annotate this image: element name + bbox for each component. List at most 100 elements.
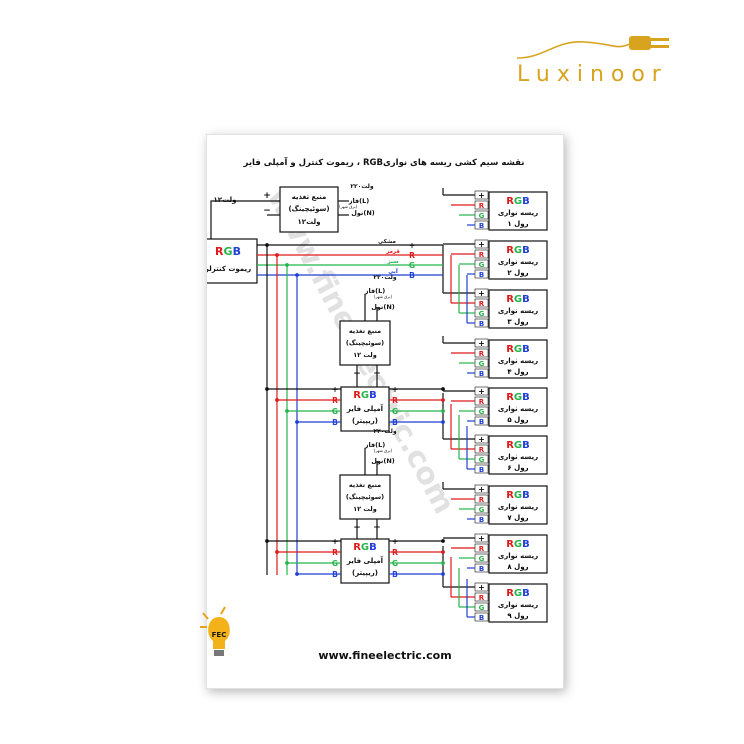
strip-roll-number: ۵ (507, 416, 512, 424)
rgb-letter-b: B (522, 196, 530, 207)
rgb-letter-b: B (522, 344, 530, 355)
amp-input-label: B (332, 418, 338, 427)
diagram-title: نقشه سیم کشی ریسه های نواریRGB ، ریموت ک… (243, 156, 525, 168)
amp-mains-220v: ۲۲۰ولت (373, 274, 397, 281)
rgb-letter-b: B (369, 542, 377, 553)
wire-junction (441, 561, 445, 565)
strip-rgb-5: RGB (506, 392, 530, 403)
strip-roll-word: رول (512, 416, 529, 424)
strip-pin-label: R (479, 202, 485, 210)
strip-pin-label: R (479, 594, 485, 602)
strip-roll-9: رول ۹ (507, 612, 528, 620)
strip-rgb-4: RGB (506, 344, 530, 355)
strip-roll-number: ۳ (507, 318, 512, 326)
footer-url[interactable]: www.fineelectric.com (318, 649, 452, 662)
strip-label-2: ریسه نواری (498, 258, 538, 266)
strip-pin-label: R (479, 350, 485, 358)
strip-pin-label: R (479, 251, 485, 259)
rgb-letter-g: G (514, 539, 522, 550)
wire-black-label: مشکی (378, 238, 396, 245)
amp-output-label: G (392, 407, 398, 416)
mains-phase: فاز(L) (348, 197, 370, 205)
wire-junction (441, 550, 445, 554)
strip-pin-label: + (478, 339, 485, 348)
strip-roll-7: رول ۷ (507, 514, 528, 522)
amp-input-label: G (332, 407, 338, 416)
strip-roll-word: رول (512, 514, 529, 522)
strip-roll-1: رول ۱ (507, 220, 528, 228)
wire-junction (441, 420, 445, 424)
strip-rgb-3: RGB (506, 294, 530, 305)
output-pin-label: G (409, 261, 415, 270)
fec-text: FEC (212, 631, 227, 639)
wiring-diagram: www.fineelectric.comنقشه سیم کشی ریسه ها… (207, 156, 548, 623)
strip-pin-label: B (479, 466, 484, 474)
strip-rgb-6: RGB (506, 440, 530, 451)
amp-name-2: آمپلی فایر (346, 556, 384, 565)
strip-pin-label: B (479, 614, 484, 622)
rgb-letter-g: G (361, 390, 369, 401)
rgb-letter-b: B (522, 294, 530, 305)
rgb-letter-b: B (522, 440, 530, 451)
rgb-letter-b: B (522, 539, 530, 550)
ps-plus-wire (210, 200, 280, 239)
strip-roll-word: رول (512, 563, 529, 571)
wire-junction (441, 409, 445, 413)
strip-pin-label: B (479, 370, 484, 378)
strip-box-3 (488, 289, 548, 329)
brand-name: Luxinoor (517, 62, 668, 87)
strip-rgb-7: RGB (506, 490, 530, 501)
strip-pin-label: + (478, 583, 485, 592)
amp-output-label: R (392, 548, 398, 557)
output-pin-label: B (409, 271, 415, 280)
rgb-letter-b: B (233, 245, 241, 258)
strip-roll-2: رول ۲ (507, 269, 528, 277)
strip-label-6: ریسه نواری (498, 453, 538, 461)
strip-pin-label: R (479, 545, 485, 553)
amp-output-label: G (392, 559, 398, 568)
strip-pin-label: G (479, 506, 485, 514)
strip-rgb-8: RGB (506, 539, 530, 550)
controller-rgb: RGB (215, 245, 241, 258)
mains-neutral: نول(N) (351, 209, 375, 217)
strip-roll-word: رول (512, 464, 529, 472)
amp-rgb-2: RGB (353, 542, 377, 553)
strip-pin-label: G (479, 310, 485, 318)
strip-roll-word: رول (512, 612, 529, 620)
strip-rgb-9: RGB (506, 588, 530, 599)
luxinoor-logo: Luxinoor (515, 28, 695, 98)
strip-roll-word: رول (512, 318, 529, 326)
rgb-letter-g: G (514, 196, 522, 207)
amp-ps-line2: (سوئیچینگ) (346, 493, 384, 501)
amp-ps-line2: (سوئیچینگ) (346, 339, 384, 347)
rgb-letter-r: R (506, 196, 514, 207)
wire-junction (441, 387, 445, 391)
rgb-letter-r: R (506, 490, 514, 501)
strip-label-5: ریسه نواری (498, 405, 538, 413)
power-supply-main (279, 186, 339, 233)
rgb-letter-r: R (506, 392, 514, 403)
strip-roll-number: ۸ (507, 563, 512, 571)
strip-pin-label: G (479, 408, 485, 416)
ps-main-plus: + (263, 191, 271, 201)
strip-pin-label: G (479, 604, 485, 612)
wire-junction (441, 398, 445, 402)
amp-input-label: G (332, 559, 338, 568)
amp-mains-phase: فاز(L) (364, 287, 386, 295)
rgb-letter-r: R (215, 245, 224, 258)
strip-pin-label: G (479, 212, 485, 220)
amp-output-label: R (392, 396, 398, 405)
strip-label-4: ریسه نواری (498, 357, 538, 365)
strip-box-4 (488, 339, 548, 379)
strip-pin-label: R (479, 300, 485, 308)
plug-icon (516, 36, 669, 59)
strip-roll-number: ۹ (507, 612, 512, 620)
strip-box-1 (488, 191, 548, 231)
amp-mains-phase: فاز(L) (364, 441, 386, 449)
strip-pin-label: R (479, 398, 485, 406)
rgb-letter-r: R (506, 344, 514, 355)
rgb-letter-g: G (514, 344, 522, 355)
rgb-letter-r: R (506, 539, 514, 550)
strip-label-7: ریسه نواری (498, 503, 538, 511)
strip-roll-word: رول (512, 269, 529, 277)
